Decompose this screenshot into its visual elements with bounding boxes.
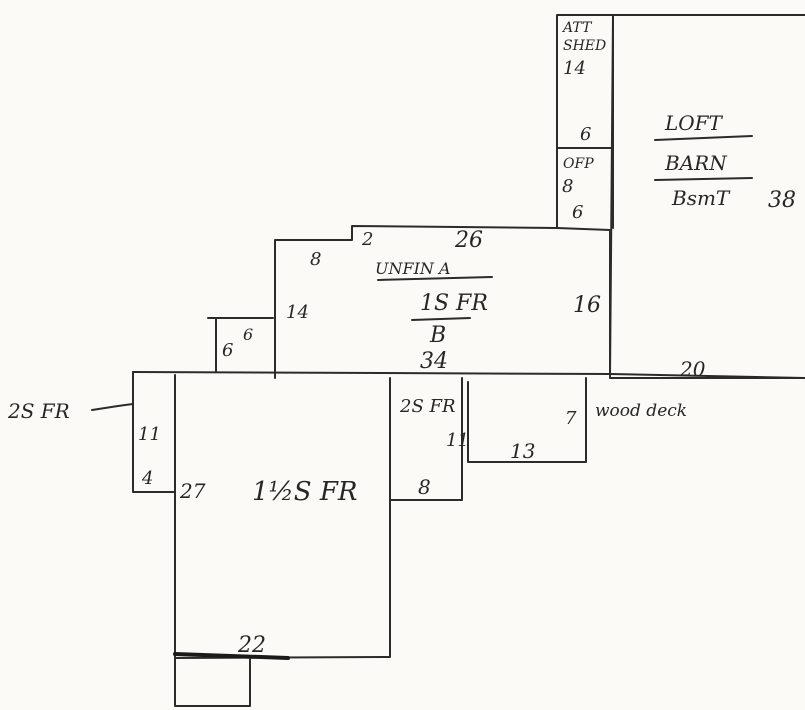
- att-shed-label-1: ATT: [561, 20, 593, 36]
- unfin-dim-14: 14: [286, 302, 309, 323]
- unfin-dim-16: 16: [573, 293, 601, 318]
- unfin-dim-8: 8: [310, 249, 321, 270]
- unfin-dim-34: 34: [420, 349, 448, 374]
- one-s-fr-label: 1S FR: [420, 291, 488, 316]
- mid-dim-11: 11: [446, 430, 469, 451]
- small-dim-6a: 6: [222, 340, 233, 361]
- mid-block-outline: [389, 377, 463, 501]
- barn-dim-38: 38: [768, 188, 796, 213]
- att-shed-dim-6: 6: [580, 124, 591, 145]
- center-line: [132, 371, 805, 379]
- deck-dim-7: 7: [565, 408, 577, 429]
- mid-dim-8: 8: [418, 475, 431, 499]
- deck-outline: [467, 377, 587, 463]
- deck-dim-13: 13: [510, 439, 535, 463]
- bold-wall-segment: [173, 652, 290, 660]
- ofp-dim-8: 8: [562, 176, 573, 197]
- mid-two-s-fr-label: 2S FR: [399, 396, 456, 417]
- small-dim-6b: 6: [243, 325, 253, 344]
- barn-label: BARN: [664, 151, 728, 175]
- left-bump-outline: [132, 371, 176, 493]
- main-dim-27: 27: [179, 479, 206, 503]
- ofp-label: OFP: [563, 156, 594, 172]
- bsmt-label: BsmT: [671, 186, 731, 210]
- wood-deck-label: wood deck: [595, 401, 687, 421]
- unfin-dim-26: 26: [454, 228, 483, 253]
- b-label: B: [429, 323, 446, 348]
- main-label: 1½S FR: [252, 477, 357, 507]
- unfin-a-label: UNFIN A: [375, 259, 451, 278]
- loft-barn-rule: [654, 135, 753, 181]
- left-dim-11: 11: [138, 424, 161, 445]
- left-two-s-fr-label: 2S FR: [7, 399, 70, 423]
- small-bump-outline: [207, 317, 274, 373]
- left-label-pointer: [91, 403, 134, 411]
- att-shed-dim-14: 14: [563, 58, 586, 79]
- barn-dim-20: 20: [679, 357, 706, 381]
- left-dim-4: 4: [141, 468, 153, 489]
- loft-label: LOFT: [664, 111, 724, 135]
- ofp-dim-6: 6: [572, 202, 583, 223]
- att-shed-label-2: SHED: [563, 38, 606, 54]
- unfin-section-outline: [274, 225, 611, 379]
- unfin-rule: [377, 276, 493, 321]
- unfin-dim-2: 2: [361, 229, 373, 250]
- main-dim-22: 22: [237, 633, 266, 658]
